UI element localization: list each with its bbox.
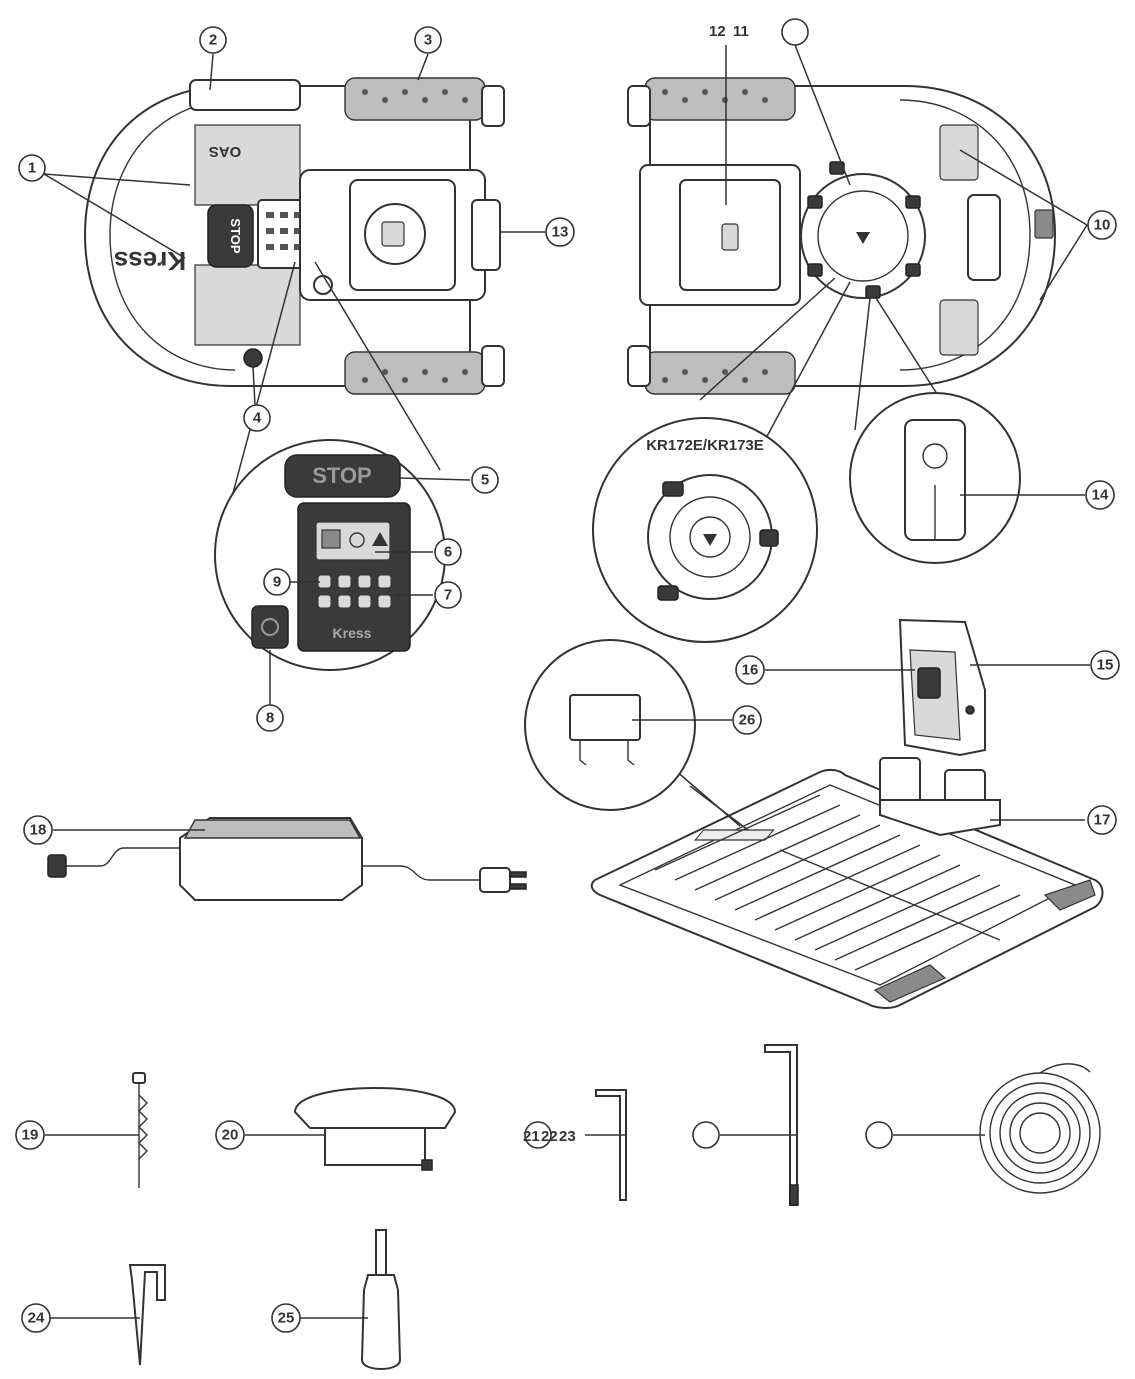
svg-text:13: 13 xyxy=(552,224,569,241)
callout-21-22-23: 21 22 23 xyxy=(523,1121,576,1149)
callout-24: 24 xyxy=(21,1303,51,1333)
control-panel-zoom: STOP Kress xyxy=(214,261,446,671)
svg-text:1: 1 xyxy=(28,160,36,177)
svg-text:22: 22 xyxy=(541,1128,558,1145)
callout-26: 26 xyxy=(732,705,762,735)
blade-zoom xyxy=(849,297,1021,564)
svg-text:2: 2 xyxy=(209,32,217,49)
callout-empty-wire xyxy=(865,1121,893,1149)
svg-text:6: 6 xyxy=(444,544,452,561)
callout-8: 8 xyxy=(256,704,284,732)
callout-19: 19 xyxy=(15,1120,45,1150)
svg-text:4: 4 xyxy=(253,410,262,427)
charging-station xyxy=(590,618,1104,1009)
accessory-hex-key-small xyxy=(595,1089,627,1201)
callout-18: 18 xyxy=(23,815,53,845)
callout-17: 17 xyxy=(1087,805,1117,835)
svg-text:21: 21 xyxy=(523,1128,540,1145)
accessory-screwdriver-25 xyxy=(360,1229,402,1370)
callout-6: 6 xyxy=(434,538,462,566)
oas-label: OAS xyxy=(209,143,242,160)
accessory-hex-key-large xyxy=(764,1044,799,1206)
callout-16: 16 xyxy=(735,655,765,685)
svg-text:23: 23 xyxy=(559,1128,576,1145)
callout-15: 15 xyxy=(1090,650,1120,680)
accessory-peg-19 xyxy=(132,1072,148,1188)
callout-3: 3 xyxy=(414,26,442,54)
svg-text:20: 20 xyxy=(222,1127,239,1144)
svg-text:19: 19 xyxy=(22,1127,39,1144)
callout-13: 13 xyxy=(545,217,575,247)
callout-9: 9 xyxy=(263,568,291,596)
model-variant-label: KR172E/KR173E xyxy=(646,437,764,454)
svg-text:15: 15 xyxy=(1097,657,1114,674)
callout-4: 4 xyxy=(243,404,271,432)
callout-7: 7 xyxy=(434,581,462,609)
mower-bottom-view xyxy=(627,77,1057,395)
svg-text:26: 26 xyxy=(739,712,756,729)
power-supply xyxy=(47,817,527,901)
callout-14: 14 xyxy=(1085,480,1115,510)
accessory-stake-24 xyxy=(128,1264,166,1366)
accessory-antenna-20 xyxy=(293,1086,457,1171)
brand-logo-top: Kress xyxy=(114,246,186,276)
callout-10: 10 xyxy=(1087,210,1117,240)
svg-text:5: 5 xyxy=(481,472,489,489)
svg-text:10: 10 xyxy=(1094,217,1111,234)
svg-text:8: 8 xyxy=(266,710,274,727)
callout-empty-hexkey xyxy=(692,1121,720,1149)
svg-text:16: 16 xyxy=(742,662,759,679)
svg-text:7: 7 xyxy=(444,587,452,604)
svg-text:17: 17 xyxy=(1094,812,1111,829)
callout-1: 1 xyxy=(18,154,46,182)
wheel-tread-dots xyxy=(362,89,468,383)
svg-text:24: 24 xyxy=(28,1310,45,1327)
callout-12-11: 12 11 xyxy=(709,23,749,40)
mower-top-view: STOP OAS Kress xyxy=(83,77,505,395)
svg-text:3: 3 xyxy=(424,32,432,49)
svg-text:25: 25 xyxy=(278,1310,295,1327)
svg-text:11: 11 xyxy=(733,23,749,40)
callout-25: 25 xyxy=(271,1303,301,1333)
svg-text:9: 9 xyxy=(273,574,281,591)
svg-text:18: 18 xyxy=(30,822,47,839)
callout-badges: 1 2 3 4 5 6 7 8 9 10 12 11 13 14 15 16 1… xyxy=(15,18,1120,1333)
body-stop-text: STOP xyxy=(228,218,243,253)
callout-empty-top xyxy=(781,18,809,46)
svg-text:14: 14 xyxy=(1092,487,1109,504)
bracket-zoom xyxy=(524,639,749,831)
stop-button-text: STOP xyxy=(312,463,372,488)
blade-disc-zoom: KR172E/KR173E xyxy=(592,277,851,643)
svg-text:12: 12 xyxy=(709,23,726,40)
callout-5: 5 xyxy=(471,466,499,494)
callout-2: 2 xyxy=(199,26,227,54)
panel-brand-text: Kress xyxy=(333,625,372,641)
leader-lines xyxy=(43,44,1090,1319)
callout-20: 20 xyxy=(215,1120,245,1150)
accessory-wire-coil xyxy=(979,1063,1101,1194)
